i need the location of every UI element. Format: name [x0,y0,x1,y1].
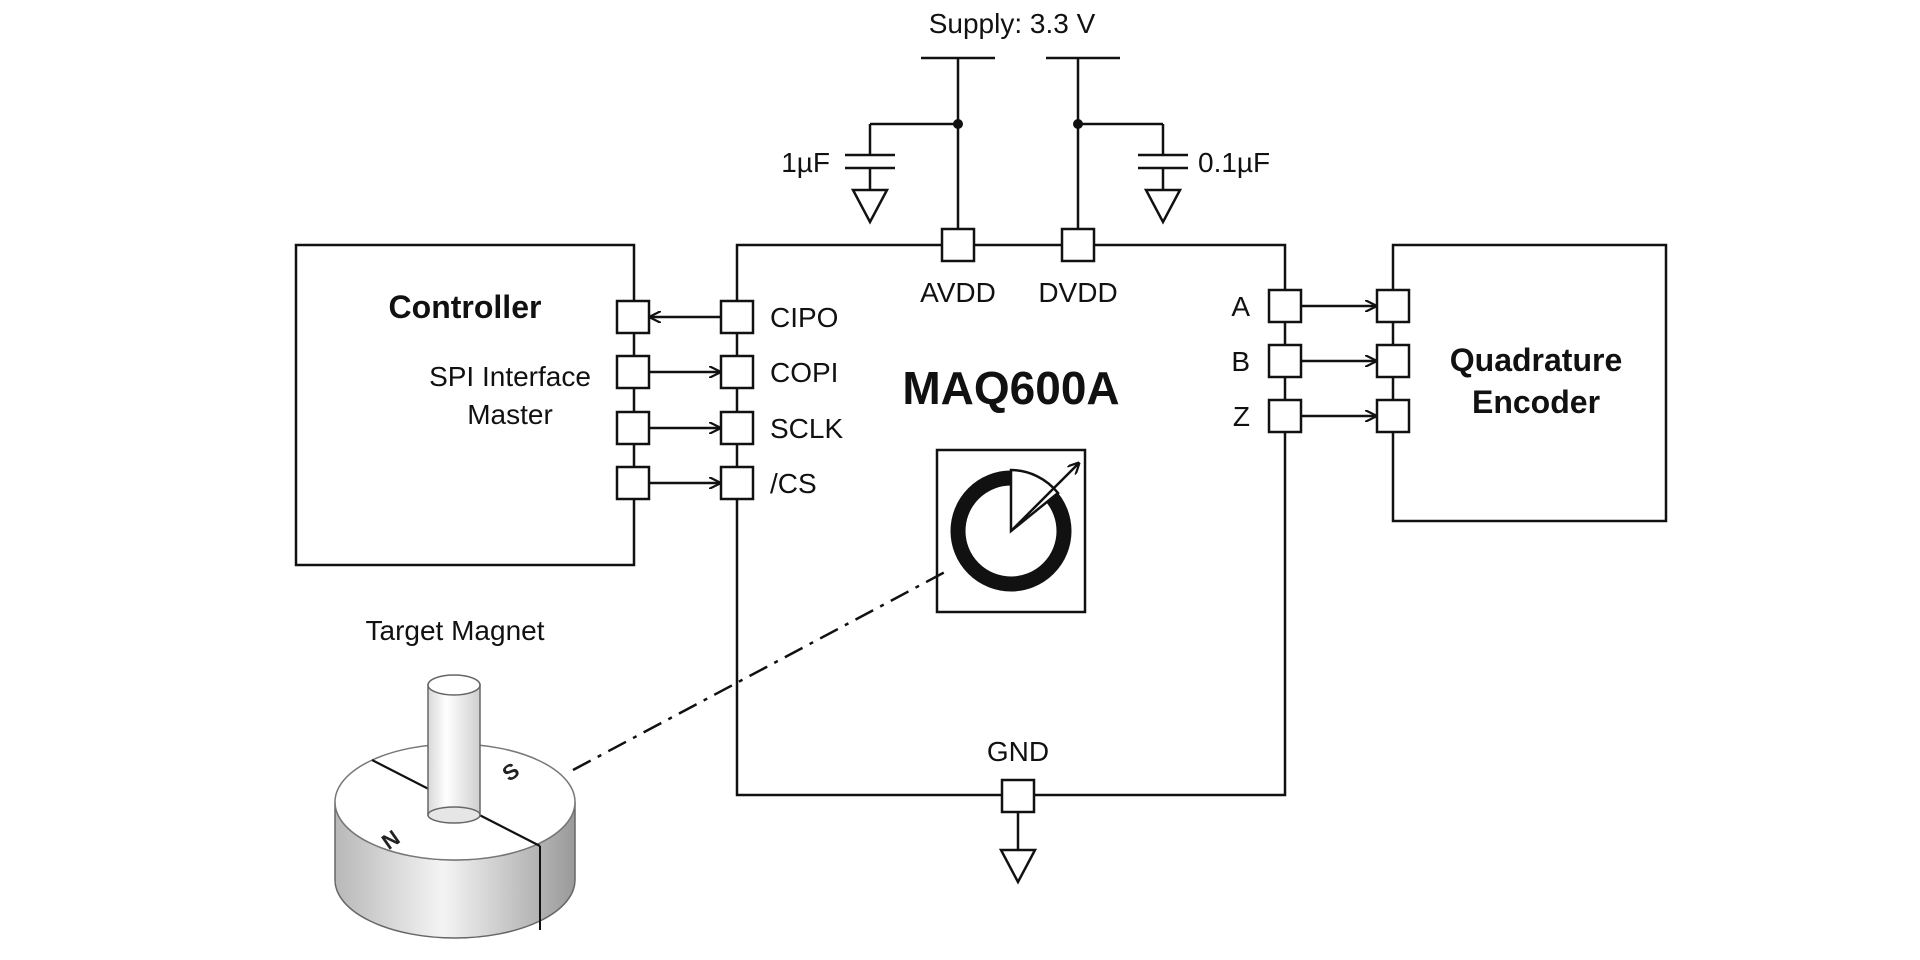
spi-bus: CIPO COPI SCLK /CS [615,299,843,501]
capacitor-1uf: 1µF [781,122,958,225]
pin-label-sclk: SCLK [770,413,843,444]
encoder-pin-a [1375,288,1411,324]
ground-icon [998,848,1038,885]
capacitor-0p1uf-label: 0.1µF [1198,147,1270,178]
chip-pin-avdd [940,227,976,263]
ground-icon [850,188,890,225]
controller-pin-sclk [615,410,651,446]
controller-subtitle-line1: SPI Interface [429,361,591,392]
controller-pin-cipo [615,299,651,335]
chip-pin-gnd [1000,778,1036,814]
pin-label-dvdd: DVDD [1038,277,1117,308]
magnet-label: Target Magnet [366,615,545,646]
encoder-pin-b [1375,343,1411,379]
magnet-shaft [427,684,481,816]
pin-label-avdd: AVDD [920,277,996,308]
chip-pin-sclk [719,410,755,446]
capacitor-1uf-label: 1µF [781,147,830,178]
controller-subtitle-line2: Master [467,399,553,430]
pin-label-z: Z [1233,401,1250,432]
encoder-title-line2: Encoder [1472,384,1600,420]
controller-title: Controller [389,289,542,325]
pin-label-b: B [1231,346,1250,377]
chip-pin-cipo [719,299,755,335]
encoder-pin-z [1375,398,1411,434]
supply-label: Supply: 3.3 V [929,8,1096,39]
chip-pin-b [1267,343,1303,379]
pin-label-gnd: GND [987,736,1049,767]
capacitor-0p1uf: 0.1µF [1078,122,1270,225]
pin-label-a: A [1231,291,1250,322]
controller-pin-cs [615,465,651,501]
chip-pin-z [1267,398,1303,434]
magnet-sensor-link [572,570,946,772]
controller-pin-copi [615,354,651,390]
ground-icon [1143,188,1183,225]
chip-name: MAQ600A [902,362,1119,414]
pin-label-cipo: CIPO [770,302,838,333]
ground-section: GND [987,736,1049,885]
encoder-block: Quadrature Encoder [1391,243,1668,523]
chip-pin-dvdd [1060,227,1096,263]
controller-block: Controller SPI Interface Master [294,243,636,567]
angle-sensor-icon [935,448,1087,614]
chip-pin-copi [719,354,755,390]
power-pins: AVDD DVDD [920,227,1118,308]
chip-block: MAQ600A [735,243,1287,797]
quadrature-bus: A B Z [1231,288,1411,434]
supply-section: Supply: 3.3 V [921,8,1120,230]
chip-pin-cs [719,465,755,501]
pin-label-copi: COPI [770,357,838,388]
chip-pin-a [1267,288,1303,324]
target-magnet: Target Magnet N S [334,570,946,939]
pin-label-cs: /CS [770,468,817,499]
encoder-title-line1: Quadrature [1450,342,1622,378]
